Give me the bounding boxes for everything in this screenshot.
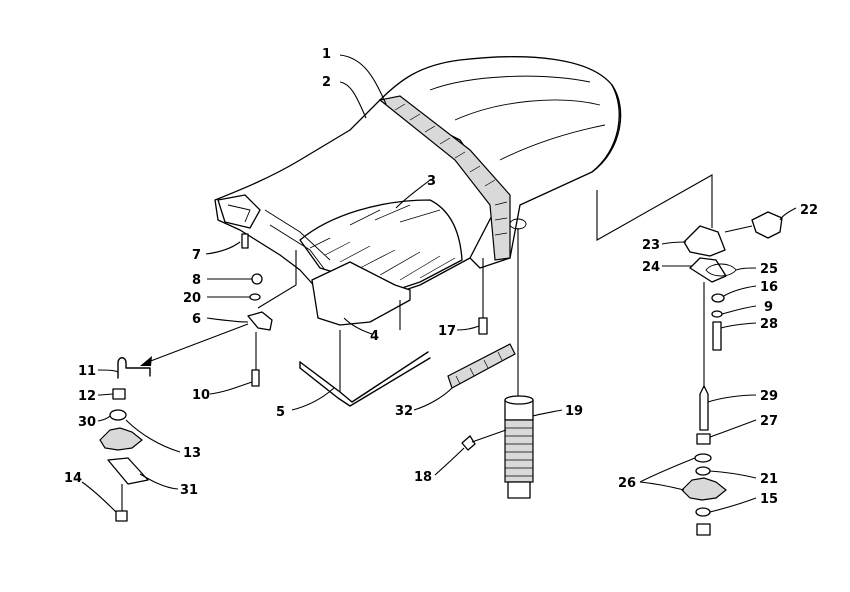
callout-20: 20 — [183, 291, 201, 306]
leader-lines — [81, 54, 797, 513]
bolt-28 — [712, 321, 722, 351]
washer-15 — [695, 507, 711, 517]
callout-4: 4 — [370, 329, 379, 344]
callout-5: 5 — [276, 405, 285, 420]
washer-9 — [711, 310, 723, 318]
callout-24: 24 — [642, 260, 660, 275]
callout-23: 23 — [642, 238, 660, 253]
callout-11: 11 — [78, 364, 96, 379]
callout-13: 13 — [183, 446, 201, 461]
seat-rod-5 — [299, 351, 431, 407]
grommet-13 — [99, 427, 143, 451]
nut-14 — [115, 510, 128, 522]
washer-16 — [711, 293, 725, 303]
callout-labels: 1 2 3 4 5 6 7 8 20 10 17 32 19 18 11 12 … — [64, 47, 818, 507]
foam-strip-32 — [447, 343, 516, 389]
callout-9: 9 — [764, 300, 773, 315]
callout-29: 29 — [760, 389, 778, 404]
callout-1: 1 — [322, 47, 331, 62]
latch-hook-24 — [689, 257, 727, 283]
nut-27 — [696, 433, 711, 445]
washer-26 — [694, 453, 712, 463]
nut-15-lower — [696, 523, 711, 536]
callout-16: 16 — [760, 280, 778, 295]
callout-26: 26 — [618, 476, 636, 491]
callout-2: 2 — [322, 75, 331, 90]
bolt-10 — [251, 369, 260, 387]
callout-19: 19 — [565, 404, 583, 419]
callout-32: 32 — [395, 404, 413, 419]
callout-25: 25 — [760, 262, 778, 277]
bolt-7 — [241, 233, 249, 249]
seat-assembly — [214, 56, 622, 326]
bolt-17 — [478, 317, 488, 335]
callout-31: 31 — [180, 483, 198, 498]
callout-22: 22 — [800, 203, 818, 218]
right-hardware — [681, 211, 783, 536]
bracket-6 — [247, 311, 273, 331]
callout-6: 6 — [192, 312, 201, 327]
stud-29 — [699, 385, 709, 431]
washer-21 — [695, 466, 711, 476]
callout-15: 15 — [760, 492, 778, 507]
nut-12 — [112, 388, 126, 400]
callout-18: 18 — [414, 470, 432, 485]
washer-30 — [109, 409, 127, 421]
latch-22 — [751, 211, 783, 239]
seat-pan — [311, 261, 411, 326]
nut-8 — [251, 273, 263, 285]
callout-30: 30 — [78, 415, 96, 430]
u-bolt-11 — [117, 357, 151, 379]
callout-3: 3 — [427, 174, 436, 189]
washer-20 — [249, 293, 261, 301]
plate-31 — [107, 457, 149, 485]
seat-strap — [378, 95, 511, 261]
callout-12: 12 — [78, 389, 96, 404]
callout-14: 14 — [64, 471, 82, 486]
callout-21: 21 — [760, 472, 778, 487]
screw-18 — [461, 435, 476, 451]
callout-8: 8 — [192, 273, 201, 288]
callout-27: 27 — [760, 414, 778, 429]
pivot-post-19 — [504, 395, 534, 499]
latch-plate-23 — [683, 225, 726, 257]
callout-7: 7 — [192, 248, 201, 263]
callout-17: 17 — [438, 324, 456, 339]
grommet-26 — [681, 477, 727, 501]
callout-10: 10 — [192, 388, 210, 403]
callout-28: 28 — [760, 317, 778, 332]
